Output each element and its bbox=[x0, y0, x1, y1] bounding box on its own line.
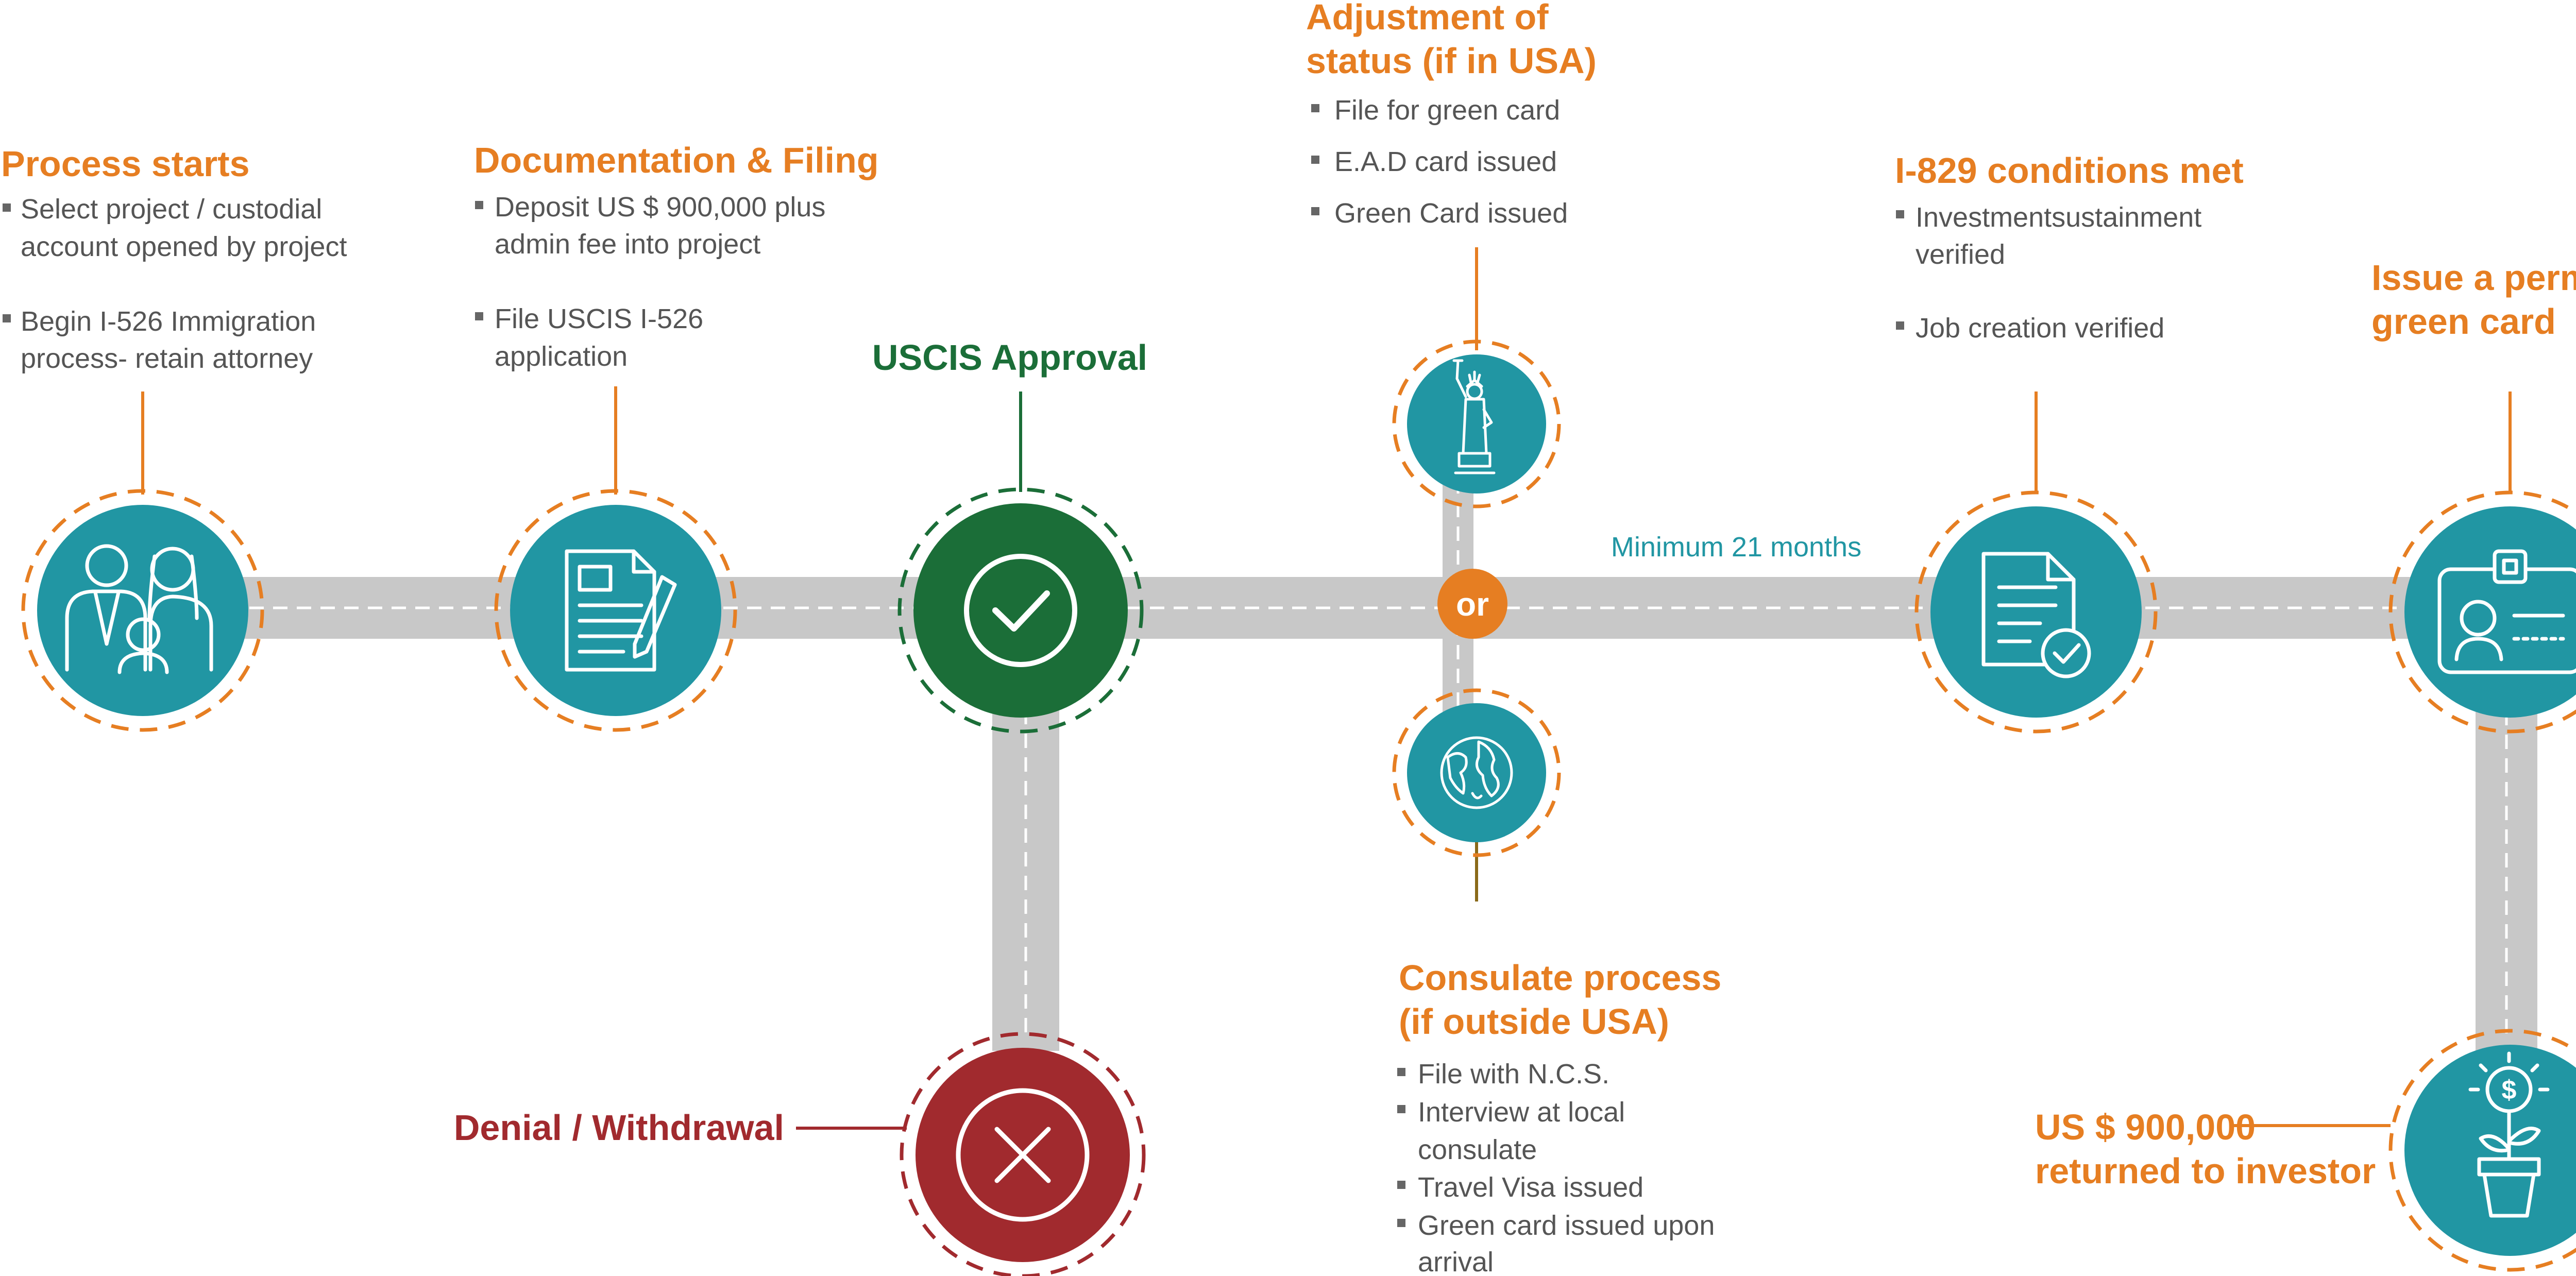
returned-title-1: US $ 900,000 bbox=[2035, 1107, 2256, 1147]
bullet-marker bbox=[1397, 1219, 1405, 1227]
process-starts-title: Process starts bbox=[1, 144, 250, 184]
i829-title: I-829 conditions met bbox=[1895, 150, 2244, 191]
process-starts-bullet-2: Begin I-526 Immigration bbox=[21, 306, 316, 337]
bullet-marker bbox=[3, 314, 11, 322]
process-starts-bullet-2b: process- retain attorney bbox=[21, 343, 313, 374]
bullet-marker bbox=[1311, 156, 1319, 164]
bullet-marker bbox=[1311, 104, 1319, 112]
node-circle bbox=[1930, 506, 2142, 718]
svg-text:$: $ bbox=[2502, 1075, 2517, 1105]
node-circle bbox=[1407, 703, 1546, 842]
bullet-marker bbox=[475, 312, 483, 320]
node-ring bbox=[1392, 688, 1561, 857]
adjustment-title-1: Adjustment of bbox=[1306, 0, 1549, 37]
bullet-marker bbox=[1896, 210, 1904, 218]
consulate-bullet-3: Travel Visa issued bbox=[1418, 1172, 1643, 1203]
consulate-bullet-2: Interview at local bbox=[1418, 1097, 1625, 1128]
green-card-title-1: Issue a permanent bbox=[2371, 258, 2576, 298]
node-documentation bbox=[494, 489, 737, 732]
process-starts-bullet-1: Select project / custodial bbox=[21, 194, 322, 225]
or-label: or bbox=[1456, 586, 1489, 623]
i829-bullet-2: Job creation verified bbox=[1916, 313, 2164, 344]
bullet-marker bbox=[3, 203, 11, 212]
road-network bbox=[144, 469, 2537, 1051]
node-circle bbox=[1407, 354, 1546, 494]
bullet-marker bbox=[475, 201, 483, 209]
green-card-title-2: green card bbox=[2371, 301, 2556, 342]
statue-of-liberty-icon bbox=[1452, 359, 1496, 474]
node-ring bbox=[2388, 490, 2576, 734]
consulate-bullet-4b: arrival bbox=[1418, 1247, 1494, 1276]
bullet-marker bbox=[1397, 1181, 1405, 1189]
node-circle bbox=[2404, 1045, 2576, 1256]
label-consulate: Consulate process (if outside USA) File … bbox=[1397, 958, 1721, 1276]
returned-title-2: returned to investor bbox=[2035, 1151, 2376, 1191]
bullet-marker bbox=[1311, 207, 1319, 215]
document-check-icon bbox=[1981, 552, 2091, 678]
adjustment-bullet-3: Green Card issued bbox=[1334, 198, 1568, 229]
node-process-starts bbox=[21, 489, 264, 732]
node-ring bbox=[1914, 490, 2158, 734]
documentation-bullet-2: File USCIS I-526 bbox=[495, 303, 703, 334]
connector-lines bbox=[141, 247, 2512, 1130]
node-green-card bbox=[2388, 490, 2576, 734]
node-circle bbox=[2404, 506, 2576, 718]
node-returned: $ bbox=[2388, 1029, 2576, 1272]
node-i829 bbox=[1914, 490, 2158, 734]
node-ring bbox=[21, 489, 264, 732]
node-ring bbox=[900, 1032, 1146, 1276]
node-circle bbox=[510, 505, 721, 716]
globe-icon bbox=[1440, 736, 1513, 809]
duration-label: Minimum 21 months bbox=[1611, 532, 1861, 563]
adjustment-bullet-1: File for green card bbox=[1334, 95, 1560, 126]
denial-title: Denial / Withdrawal bbox=[454, 1108, 784, 1148]
label-returned: US $ 900,000 returned to investor bbox=[2035, 1107, 2376, 1191]
documentation-bullet-2b: application bbox=[495, 341, 628, 372]
bullet-marker bbox=[1397, 1068, 1405, 1076]
consulate-bullet-2b: consulate bbox=[1418, 1134, 1537, 1165]
documentation-bullet-1: Deposit US $ 900,000 plus bbox=[495, 192, 825, 223]
documentation-title: Documentation & Filing bbox=[474, 140, 879, 180]
label-green-card: Issue a permanent green card bbox=[2371, 258, 2576, 342]
consulate-title-1: Consulate process bbox=[1399, 958, 1721, 998]
family-icon bbox=[65, 544, 213, 674]
or-circle bbox=[1437, 569, 1507, 639]
adjustment-bullet-2: E.A.D card issued bbox=[1334, 146, 1557, 177]
label-documentation: Documentation & Filing Deposit US $ 900,… bbox=[474, 140, 879, 372]
node-consulate bbox=[1392, 688, 1561, 857]
node-adjustment bbox=[1392, 339, 1561, 508]
process-starts-bullet-1b: account opened by project bbox=[21, 231, 347, 262]
label-adjustment: Adjustment of status (if in USA) File fo… bbox=[1306, 0, 1597, 229]
documentation-bullet-1b: admin fee into project bbox=[495, 229, 760, 260]
document-pen-icon bbox=[565, 549, 677, 672]
bullet-marker bbox=[1896, 321, 1904, 330]
node-ring bbox=[494, 489, 737, 732]
consulate-bullet-4: Green card issued upon bbox=[1418, 1210, 1715, 1241]
label-i829: I-829 conditions met Investmentsustainme… bbox=[1895, 150, 2244, 344]
node-uscis-approval bbox=[897, 487, 1144, 734]
node-circle bbox=[913, 503, 1128, 718]
bullet-marker bbox=[1397, 1105, 1405, 1113]
i829-bullet-1b: verified bbox=[1916, 239, 2005, 270]
label-process-starts: Process starts Select project / custodia… bbox=[1, 144, 347, 374]
check-circle-icon bbox=[964, 554, 1077, 667]
or-junction: or bbox=[1437, 569, 1507, 639]
x-circle-icon bbox=[956, 1088, 1090, 1222]
node-ring bbox=[2388, 1029, 2576, 1272]
consulate-title-2: (if outside USA) bbox=[1399, 1001, 1669, 1042]
consulate-bullet-1: File with N.C.S. bbox=[1418, 1059, 1609, 1090]
uscis-approval-title: USCIS Approval bbox=[872, 337, 1147, 378]
i829-bullet-1: Investmentsustainment bbox=[1916, 202, 2201, 233]
node-ring bbox=[897, 487, 1144, 734]
adjustment-title-2: status (if in USA) bbox=[1306, 41, 1597, 81]
money-plant-icon: $ bbox=[2468, 1051, 2550, 1218]
node-ring bbox=[1392, 339, 1561, 508]
id-card-icon bbox=[2437, 549, 2576, 674]
node-denial bbox=[900, 1032, 1146, 1276]
